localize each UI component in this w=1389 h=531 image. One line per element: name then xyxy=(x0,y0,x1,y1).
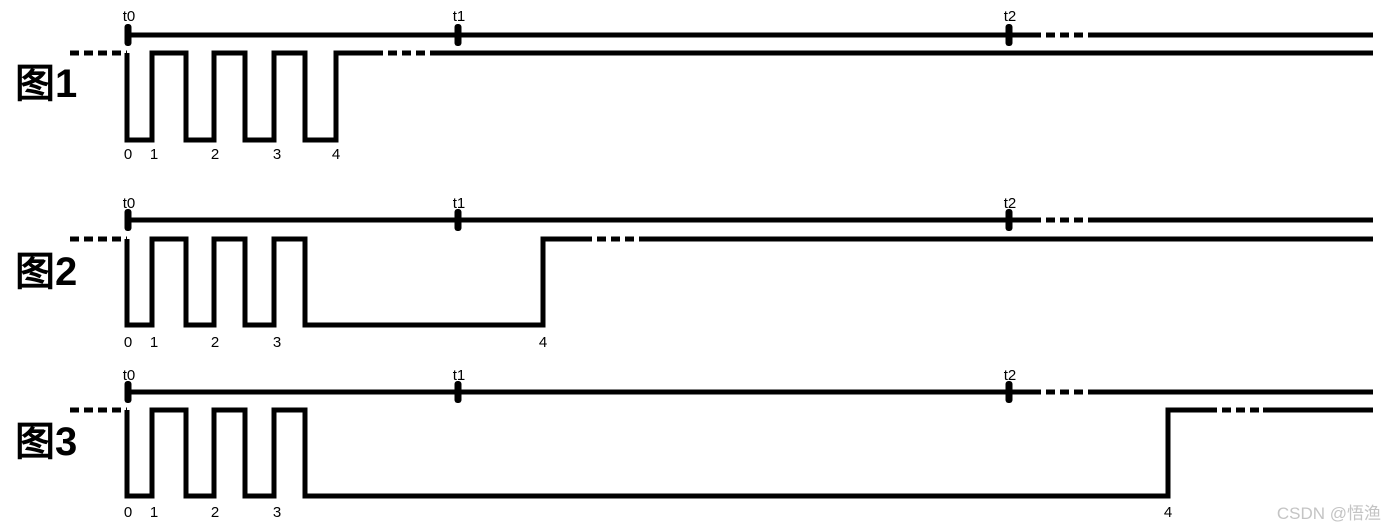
marker-label-t1: t1 xyxy=(453,195,466,212)
figure-1-diagram: t0 t1 t2 0 1 2 3 4 xyxy=(70,8,1373,163)
marker-label-t0: t0 xyxy=(123,195,136,212)
pulse-label-1: 1 xyxy=(150,504,158,521)
pulse-label-0: 0 xyxy=(124,334,132,351)
marker-label-t0: t0 xyxy=(123,8,136,25)
tick-t2 xyxy=(1005,24,1013,46)
tick-t2 xyxy=(1005,381,1013,403)
watermark: CSDN @悟渔 xyxy=(1276,504,1381,523)
tick-t2 xyxy=(1005,209,1013,231)
pulse-label-3: 3 xyxy=(273,334,281,351)
pulse-label-4: 4 xyxy=(332,146,340,163)
pulse-label-1: 1 xyxy=(150,146,158,163)
wave-pulse-train xyxy=(124,236,583,328)
pulse-label-0: 0 xyxy=(124,504,132,521)
marker-label-t2: t2 xyxy=(1004,195,1017,212)
pulse-label-2: 2 xyxy=(211,504,219,521)
pulse-label-2: 2 xyxy=(211,146,219,163)
tick-t1 xyxy=(454,209,462,231)
tick-t0 xyxy=(124,209,132,231)
pulse-label-4: 4 xyxy=(539,334,547,351)
pulse-label-3: 3 xyxy=(273,504,281,521)
figure2-label: 图2 xyxy=(15,250,78,294)
tick-t0 xyxy=(124,381,132,403)
pulse-label-4: 4 xyxy=(1164,504,1172,521)
marker-label-t2: t2 xyxy=(1004,8,1017,25)
marker-label-t1: t1 xyxy=(453,8,466,25)
tick-t1 xyxy=(454,24,462,46)
pulse-label-1: 1 xyxy=(150,334,158,351)
pulse-label-2: 2 xyxy=(211,334,219,351)
figure3-label: 图3 xyxy=(15,420,78,464)
figure-2-diagram: t0 t1 t2 0 1 2 3 4 xyxy=(70,195,1373,351)
tick-t0 xyxy=(124,24,132,46)
wave-pulse-train xyxy=(124,407,1208,499)
pulse-label-0: 0 xyxy=(124,146,132,163)
marker-label-t0: t0 xyxy=(123,367,136,384)
figure-3-diagram: t0 t1 t2 0 1 2 3 4 xyxy=(70,367,1373,521)
marker-label-t2: t2 xyxy=(1004,367,1017,384)
pulse-label-3: 3 xyxy=(273,146,281,163)
wave-pulse-train xyxy=(124,50,374,143)
marker-label-t1: t1 xyxy=(453,367,466,384)
figure1-label: 图1 xyxy=(15,62,78,106)
tick-t1 xyxy=(454,381,462,403)
